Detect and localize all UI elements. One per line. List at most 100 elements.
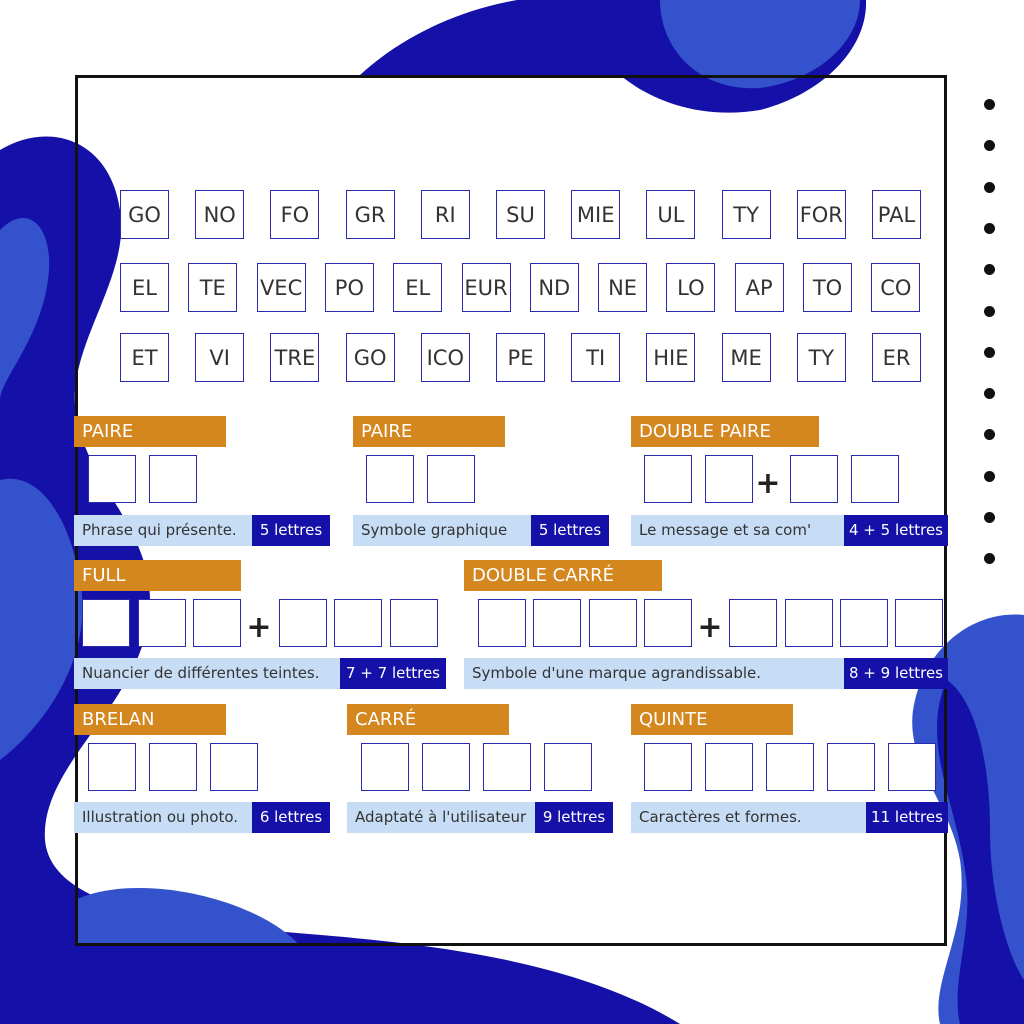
letter-count-badge: 6 lettres [252, 802, 330, 833]
answer-box[interactable] [149, 743, 197, 791]
syllable-text: EL [405, 275, 431, 300]
answer-box[interactable] [427, 455, 475, 503]
answer-box[interactable] [389, 599, 438, 647]
side-dot [984, 553, 995, 565]
answer-box[interactable] [334, 599, 382, 647]
answer-box[interactable] [422, 743, 470, 791]
answer-box[interactable] [366, 455, 414, 503]
syllable-tile[interactable]: PO [324, 263, 374, 312]
syllable-tile[interactable]: GO [120, 190, 169, 239]
syllable-tile[interactable]: TY [796, 333, 846, 382]
syllable-tile[interactable]: MIE [571, 190, 621, 239]
top-blob-light [660, 0, 860, 89]
left-blob-light-2 [0, 478, 83, 760]
syllable-tile[interactable]: TE [188, 263, 238, 312]
answer-box[interactable] [705, 455, 753, 503]
syllable-text: NO [203, 202, 236, 227]
syllable-text: ET [131, 345, 158, 370]
answer-box[interactable] [790, 455, 838, 503]
syllable-tile[interactable]: EL [393, 263, 443, 312]
syllable-tile[interactable]: NO [195, 190, 245, 239]
clue-text: Phrase qui présente. [74, 515, 252, 546]
puzzle-title: BRELAN [74, 704, 226, 735]
syllable-text: EUR [464, 275, 508, 300]
answer-box[interactable] [82, 599, 130, 647]
syllable-text: PE [507, 345, 534, 370]
syllable-text: ICO [426, 345, 464, 370]
answer-box[interactable] [827, 743, 875, 791]
syllable-tile[interactable]: ICO [420, 333, 470, 382]
syllable-tile[interactable]: GO [345, 333, 395, 382]
syllable-tile[interactable]: TY [721, 190, 771, 239]
answer-box[interactable] [361, 743, 409, 791]
syllable-tile[interactable]: VEC [256, 263, 306, 312]
syllable-tile[interactable]: CO [871, 263, 921, 312]
syllable-tile[interactable]: EL [120, 263, 169, 312]
plus-sign: + [246, 610, 272, 645]
side-dot [984, 512, 995, 523]
answer-box[interactable] [644, 455, 692, 503]
syllable-text: RI [434, 202, 456, 227]
clue-text: Nuancier de différentes teintes. [74, 658, 340, 689]
side-dot [984, 99, 995, 110]
puzzle-title: CARRÉ [347, 704, 509, 735]
plus-sign: + [697, 610, 723, 645]
syllable-tile[interactable]: TI [571, 333, 621, 382]
syllable-tile[interactable]: ER [872, 333, 921, 382]
syllable-tile[interactable]: ET [120, 333, 169, 382]
answer-box[interactable] [149, 455, 197, 503]
answer-box[interactable] [729, 599, 778, 647]
answer-box[interactable] [478, 599, 526, 647]
syllable-tile[interactable]: NE [598, 263, 648, 312]
syllable-text: NE [608, 275, 638, 300]
syllable-tile[interactable]: FO [270, 190, 320, 239]
syllable-tile[interactable]: UL [646, 190, 696, 239]
puzzle-title: PAIRE [74, 416, 226, 447]
answer-box[interactable] [88, 455, 136, 503]
answer-box[interactable] [544, 743, 592, 791]
syllable-tile[interactable]: FOR [796, 190, 846, 239]
answer-box[interactable] [278, 599, 327, 647]
syllable-tile[interactable]: PAL [872, 190, 921, 239]
syllable-tile[interactable]: EUR [461, 263, 511, 312]
syllable-text: PAL [877, 202, 916, 227]
answer-box[interactable] [643, 599, 692, 647]
syllable-text: UL [657, 202, 685, 227]
answer-box[interactable] [644, 743, 692, 791]
answer-box[interactable] [210, 743, 258, 791]
side-dot [984, 470, 995, 482]
answer-box[interactable] [839, 599, 888, 647]
syllable-text: ND [538, 275, 571, 300]
syllable-tile[interactable]: TO [803, 263, 852, 312]
syllable-text: GO [353, 345, 387, 370]
side-dot [984, 222, 995, 234]
answer-box[interactable] [588, 599, 637, 647]
answer-box[interactable] [705, 743, 753, 791]
syllable-tile[interactable]: TRE [270, 333, 320, 382]
side-dot [984, 388, 995, 400]
syllable-tile[interactable]: GR [345, 190, 395, 239]
answer-box[interactable] [784, 599, 833, 647]
answer-box[interactable] [895, 599, 944, 647]
syllable-tile[interactable]: VI [195, 333, 245, 382]
syllable-tile[interactable]: AP [734, 263, 784, 312]
answer-box[interactable] [851, 455, 899, 503]
syllable-tile[interactable]: RI [420, 190, 470, 239]
side-dot [984, 181, 995, 193]
syllable-tile[interactable]: ME [721, 333, 771, 382]
syllable-tile[interactable]: LO [666, 263, 716, 312]
syllable-tile[interactable]: HIE [646, 333, 696, 382]
clue-text: Symbole d'une marque agrandissable. [464, 658, 844, 689]
bottom-blob-light [75, 887, 300, 946]
answer-box[interactable] [193, 599, 241, 647]
answer-box[interactable] [888, 743, 936, 791]
answer-box[interactable] [533, 599, 582, 647]
answer-box[interactable] [137, 599, 186, 647]
answer-box[interactable] [88, 743, 136, 791]
syllable-tile[interactable]: PE [496, 333, 545, 382]
answer-box[interactable] [766, 743, 814, 791]
syllable-tile[interactable]: SU [496, 190, 545, 239]
answer-box[interactable] [483, 743, 531, 791]
syllable-tile[interactable]: ND [529, 263, 579, 312]
syllable-text: VI [209, 345, 230, 370]
